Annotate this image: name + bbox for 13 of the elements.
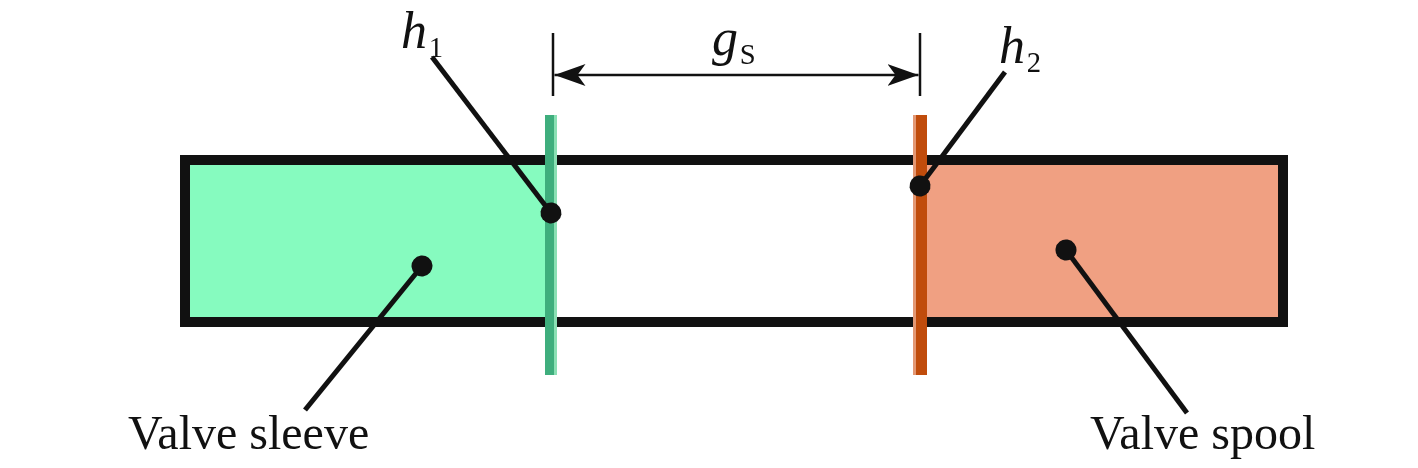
symbol-label: h$_{1}$ [401,5,443,57]
sleeve-edge-bar [545,115,557,375]
spool-block [927,165,1278,317]
leader-line [1055,239,1189,415]
leader-line [303,255,433,412]
spool-edge-bar [913,115,927,375]
part-label: Valve sleeve [128,409,370,457]
dimension-label: g$_{S}$ [712,12,756,64]
leader-line [909,70,1007,197]
sleeve-block [190,165,545,317]
part-label: Valve spool [1090,409,1316,457]
symbol-label: h$_{2}$ [999,20,1041,72]
leader-line [430,55,562,224]
